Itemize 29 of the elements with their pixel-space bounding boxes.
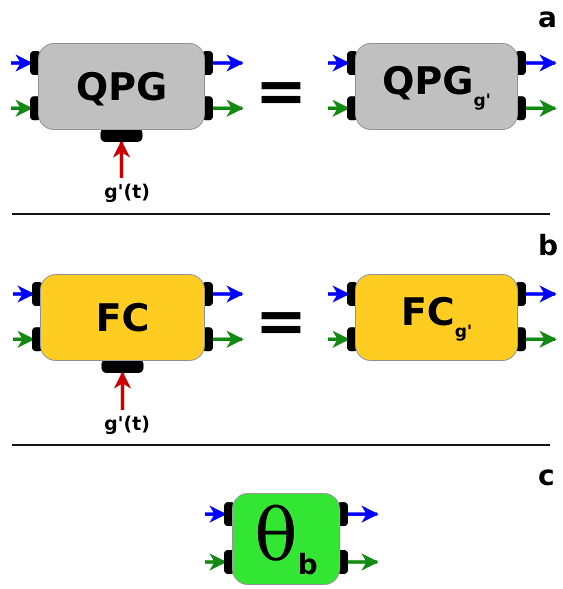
arrow bbox=[212, 330, 244, 348]
block-name: QPG$_{g'}$ bbox=[382, 62, 491, 111]
arrow bbox=[525, 330, 557, 348]
panel-letter: a bbox=[538, 4, 557, 32]
arrow bbox=[525, 285, 557, 303]
arrow bbox=[112, 140, 130, 178]
arrow bbox=[212, 100, 244, 117]
signal-label: g'(t) bbox=[78, 410, 176, 438]
arrow bbox=[212, 285, 244, 303]
arrow bbox=[347, 505, 379, 523]
block-name: FC$_{g'}$ bbox=[400, 293, 472, 342]
arrow bbox=[525, 100, 557, 117]
arrow bbox=[212, 54, 244, 72]
panel-letter: c bbox=[538, 462, 555, 490]
block-name: FC bbox=[96, 298, 150, 336]
block-box bbox=[38, 43, 205, 130]
arrow bbox=[114, 371, 132, 410]
arrow bbox=[347, 553, 379, 571]
block-box bbox=[232, 493, 340, 585]
block-box bbox=[40, 274, 205, 361]
signal-label: g'(t) bbox=[78, 178, 176, 206]
equals-sign: = bbox=[255, 60, 307, 122]
panel-letter: b bbox=[538, 232, 558, 260]
block-name: QPG bbox=[76, 68, 168, 106]
block-box bbox=[355, 43, 518, 130]
equals-sign: = bbox=[255, 290, 307, 352]
block-symbol: θ$_{b}$ bbox=[254, 499, 318, 579]
arrow bbox=[525, 54, 557, 72]
block-box bbox=[355, 274, 518, 361]
